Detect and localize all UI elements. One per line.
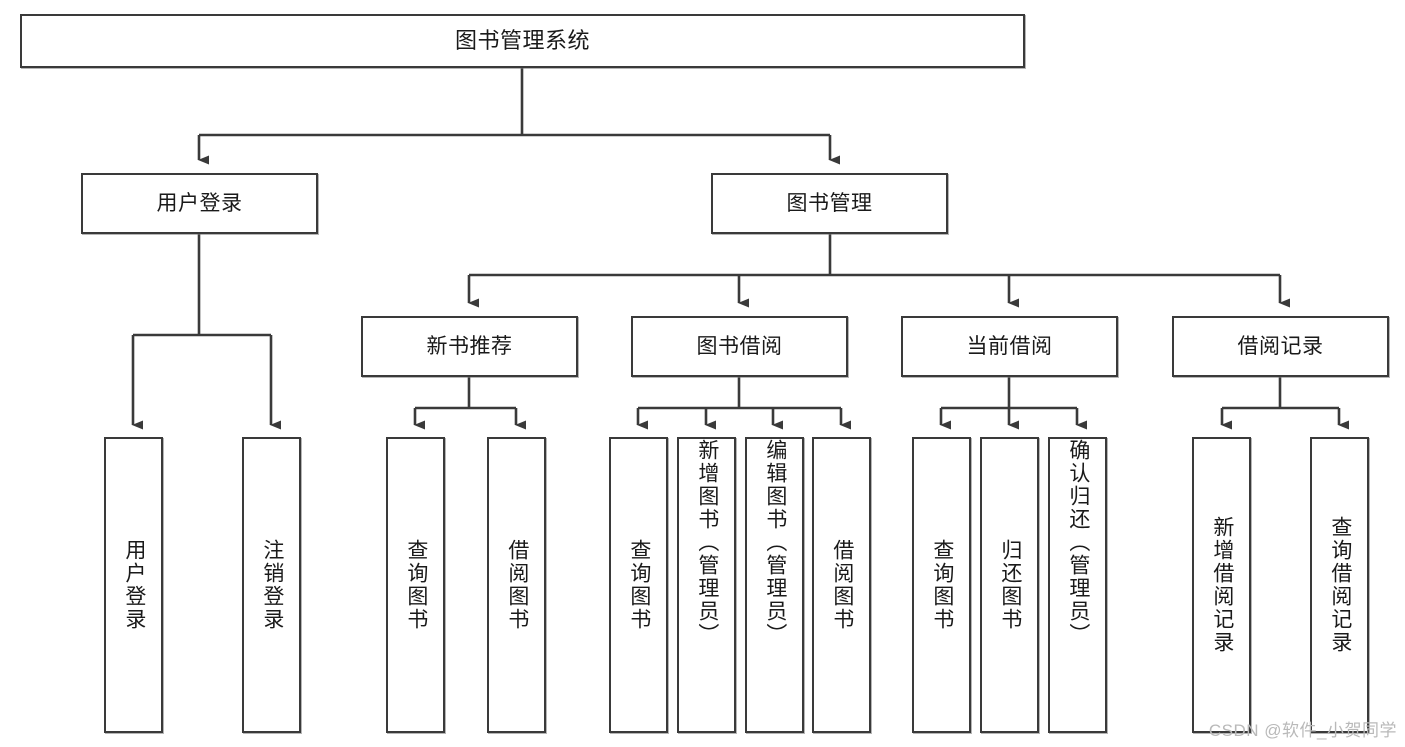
leaf-book-borrow-edit-book-admin[interactable]: 编辑图书（管理员） [745,437,804,733]
leaf-book-borrow-query-book[interactable]: 查询图书 [609,437,668,733]
leaf-current-borrow-query-book[interactable]: 查询图书 [912,437,971,733]
node-label: 用户登录 [122,539,146,631]
node-current-borrow[interactable]: 当前借阅 [901,316,1118,377]
node-label: 图书借阅 [696,334,783,358]
node-label: 查询图书 [404,539,428,631]
node-new-book-recommend[interactable]: 新书推荐 [361,316,578,377]
node-label: 查询图书 [627,539,651,631]
watermark-csdn: CSDN @软件_小贺同学 [1208,721,1397,740]
node-label: 借阅图书 [830,539,854,631]
node-label: 确认归还（管理员） [1066,439,1090,646]
node-label: 借阅图书 [505,539,529,631]
leaf-user-login-login[interactable]: 用户登录 [104,437,163,733]
leaf-current-borrow-confirm-return-admin[interactable]: 确认归还（管理员） [1048,437,1107,733]
node-user-login[interactable]: 用户登录 [81,173,318,234]
node-label: 注销登录 [260,539,284,631]
node-label: 用户登录 [156,191,243,215]
node-label: 归还图书 [998,539,1022,631]
node-label: 新增借阅记录 [1210,516,1234,654]
node-book-borrow[interactable]: 图书借阅 [631,316,848,377]
leaf-borrow-record-add-record[interactable]: 新增借阅记录 [1192,437,1251,733]
node-label: 查询借阅记录 [1328,516,1352,654]
node-label: 编辑图书（管理员） [763,439,787,646]
leaf-current-borrow-return-book[interactable]: 归还图书 [980,437,1039,733]
node-label: 当前借阅 [966,334,1053,358]
leaf-user-login-logout[interactable]: 注销登录 [242,437,301,733]
node-label: 借阅记录 [1237,334,1324,358]
leaf-new-book-borrow-book[interactable]: 借阅图书 [487,437,546,733]
node-label: 新增图书（管理员） [695,439,719,646]
node-label: 查询图书 [930,539,954,631]
leaf-new-book-query-book[interactable]: 查询图书 [386,437,445,733]
node-label: 新书推荐 [426,334,513,358]
leaf-book-borrow-borrow-book[interactable]: 借阅图书 [812,437,871,733]
node-borrow-record[interactable]: 借阅记录 [1172,316,1389,377]
leaf-book-borrow-add-book-admin[interactable]: 新增图书（管理员） [677,437,736,733]
node-label: 图书管理 [786,191,873,215]
node-book-management[interactable]: 图书管理 [711,173,948,234]
node-label: 图书管理系统 [454,27,590,53]
leaf-borrow-record-query-record[interactable]: 查询借阅记录 [1310,437,1369,733]
node-root-system[interactable]: 图书管理系统 [20,14,1025,68]
